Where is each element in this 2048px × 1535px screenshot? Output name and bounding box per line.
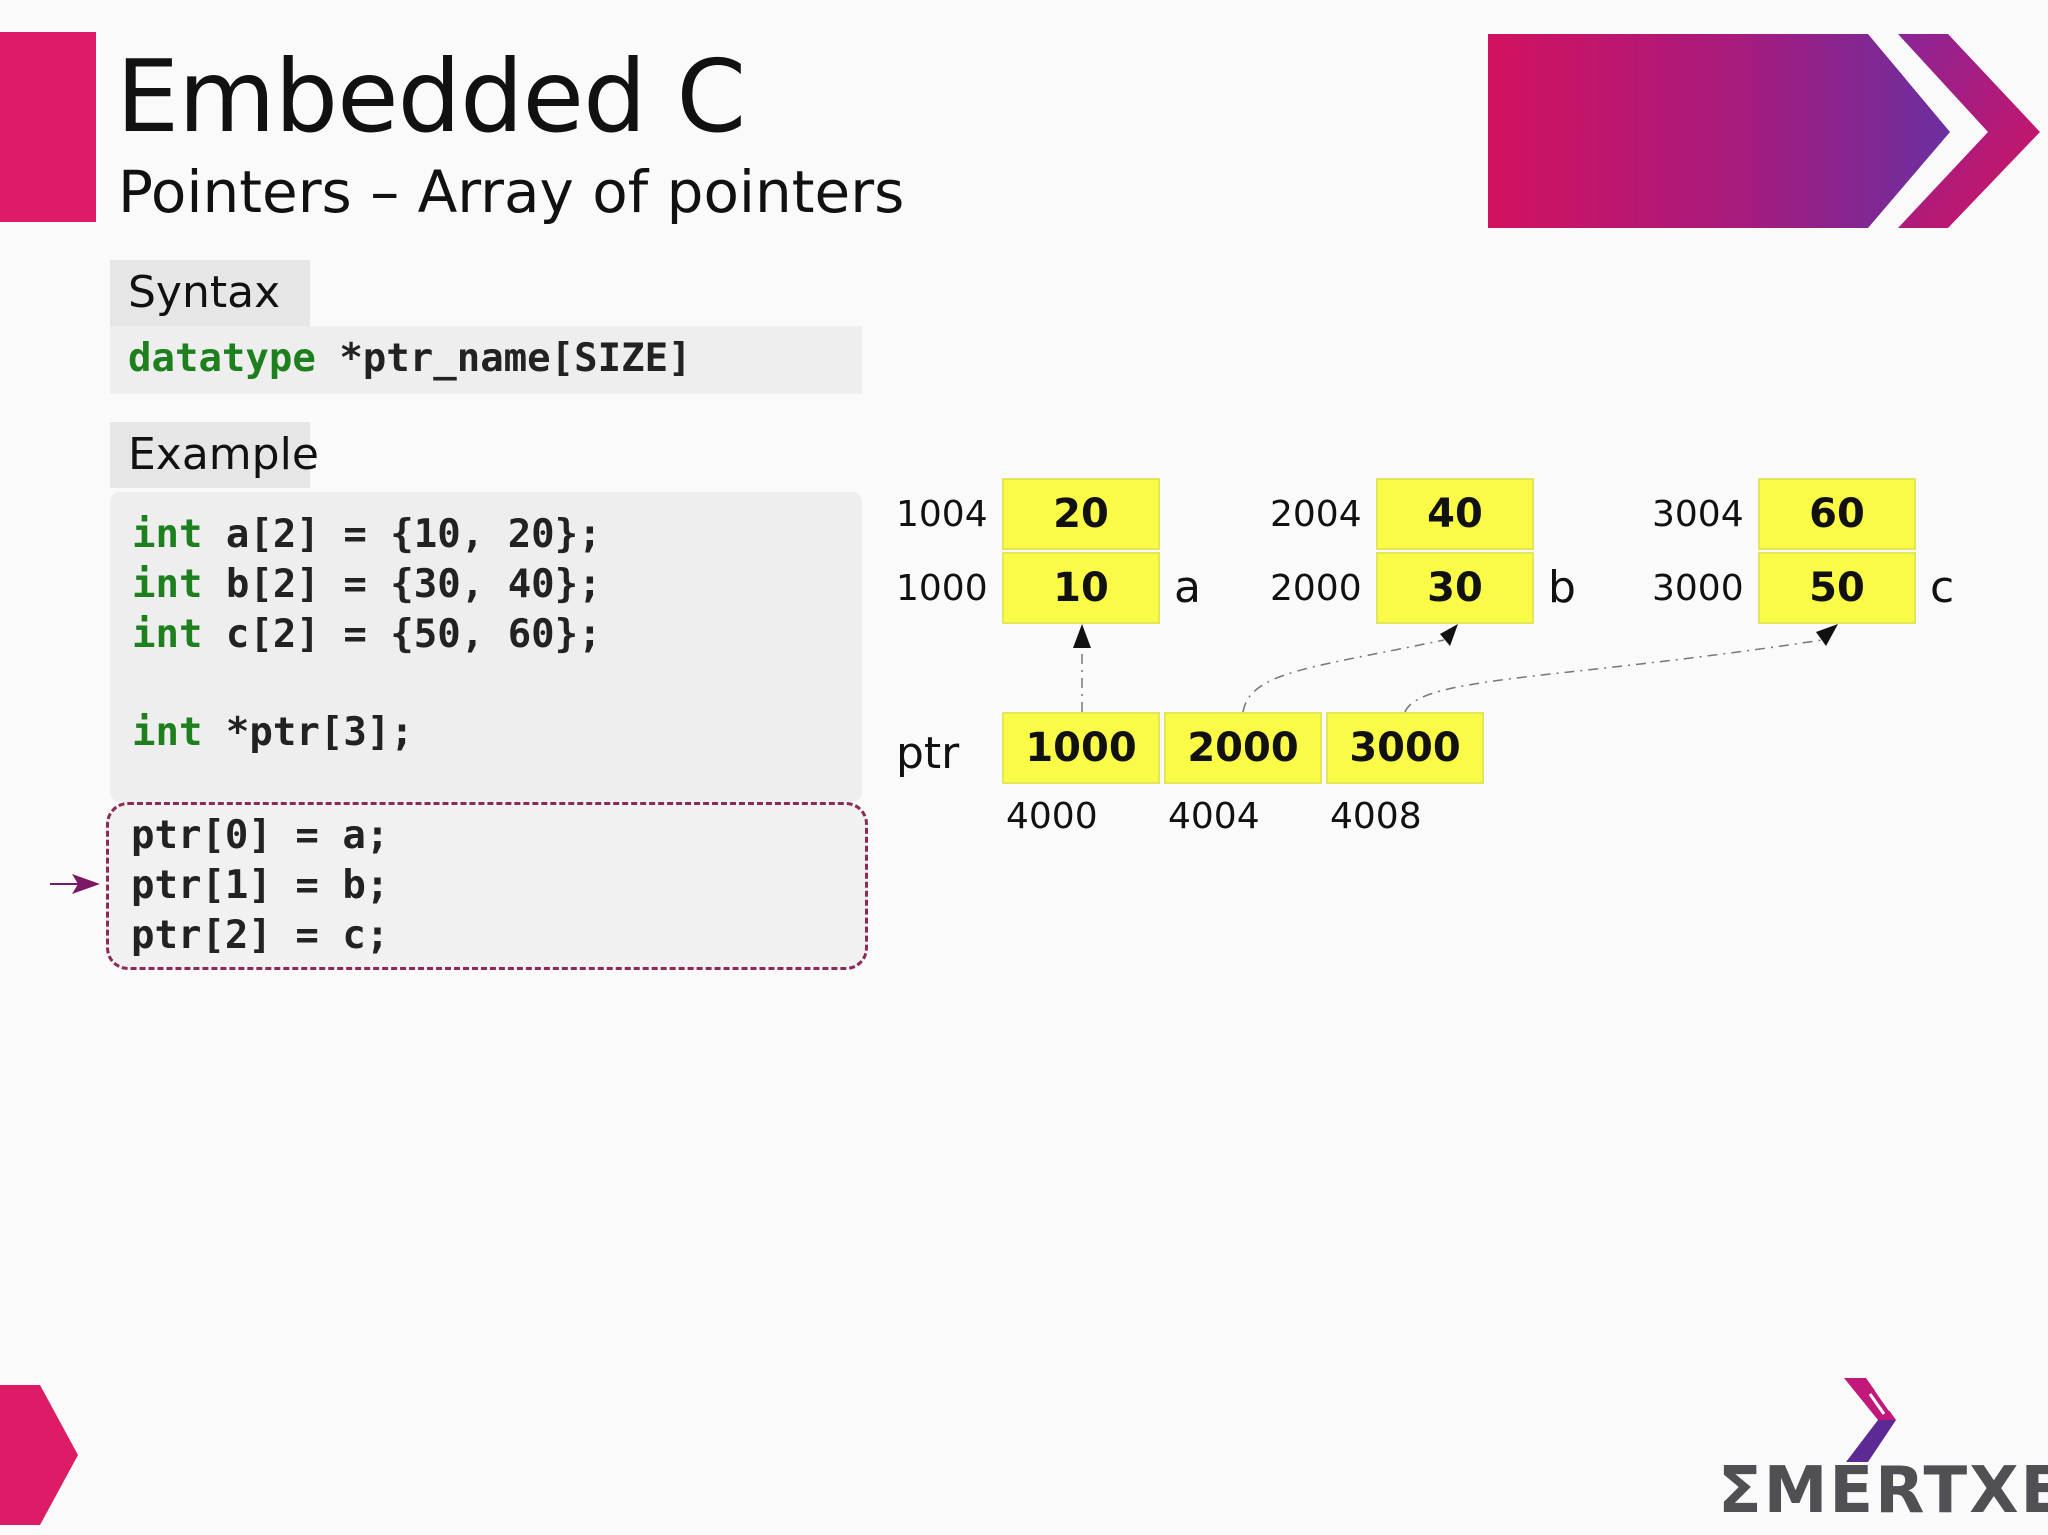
- code-keyword: int: [132, 562, 203, 607]
- assignment-lines: ptr[0] = a; ptr[1] = b; ptr[2] = c;: [131, 811, 389, 961]
- address-label: 2004: [1270, 494, 1362, 535]
- ptr-cell-2: 3000: [1326, 712, 1484, 784]
- address-label: 3000: [1652, 568, 1744, 609]
- pointer-arrow-icon: [50, 874, 100, 894]
- page-title: Embedded C: [116, 38, 746, 155]
- address-label: 4004: [1168, 796, 1260, 837]
- array-a-name: a: [1174, 562, 1201, 613]
- syntax-label-text: Syntax: [128, 267, 281, 318]
- syntax-label: Syntax: [110, 260, 310, 326]
- chevron-right-icon: [0, 1385, 78, 1525]
- emertxe-logo: ΣMERTXE: [1718, 1378, 2048, 1528]
- header-accent-bar: [0, 32, 96, 222]
- syntax-keyword: datatype: [128, 336, 316, 381]
- ptr-array-name: ptr: [896, 728, 960, 779]
- code-line: int c[2] = {50, 60};: [132, 610, 602, 660]
- example-label: Example: [110, 422, 319, 488]
- syntax-code-box: datatype *ptr_name[SIZE]: [110, 326, 862, 394]
- address-label: 2000: [1270, 568, 1362, 609]
- code-line: ptr[2] = c;: [131, 913, 390, 958]
- ptr-cell-1: 2000: [1164, 712, 1322, 784]
- code-line: ptr[0] = a;: [131, 813, 390, 858]
- array-c-cell-0: 50: [1758, 552, 1916, 624]
- address-label: 4008: [1330, 796, 1422, 837]
- code-line: ptr[1] = b;: [131, 863, 390, 908]
- example-code-box: int a[2] = {10, 20};int b[2] = {30, 40};…: [110, 492, 862, 802]
- emertxe-logo-icon: [1844, 1378, 1896, 1462]
- page-subtitle: Pointers – Array of pointers: [118, 158, 905, 226]
- code-text: c[2] = {50, 60};: [202, 612, 602, 657]
- ptr-cell-0: 1000: [1002, 712, 1160, 784]
- ptr-decl-line: int *ptr[3];: [132, 710, 414, 755]
- array-b-cell-1: 40: [1376, 478, 1534, 550]
- array-a-cell-1: 20: [1002, 478, 1160, 550]
- array-b-cell-0: 30: [1376, 552, 1534, 624]
- address-label: 1000: [896, 568, 988, 609]
- address-label: 4000: [1006, 796, 1098, 837]
- code-line: int a[2] = {10, 20};: [132, 510, 602, 560]
- code-keyword: int: [132, 512, 203, 557]
- address-label: 1004: [896, 494, 988, 535]
- header-banner-chevron-icon: [1488, 34, 2040, 228]
- code-keyword: int: [132, 612, 203, 657]
- syntax-code: datatype *ptr_name[SIZE]: [128, 336, 692, 381]
- code-text: *ptr[3];: [202, 710, 414, 755]
- array-c-name: c: [1930, 562, 1955, 613]
- code-line: int b[2] = {30, 40};: [132, 560, 602, 610]
- code-text: a[2] = {10, 20};: [202, 512, 602, 557]
- assignment-highlight-box: ptr[0] = a; ptr[1] = b; ptr[2] = c;: [106, 802, 868, 970]
- array-b-name: b: [1548, 562, 1576, 613]
- example-decl-lines: int a[2] = {10, 20};int b[2] = {30, 40};…: [132, 510, 602, 660]
- array-c-cell-1: 60: [1758, 478, 1916, 550]
- logo-text: ΣMERTXE: [1718, 1454, 2048, 1528]
- code-keyword: int: [132, 710, 203, 755]
- example-label-text: Example: [128, 429, 319, 480]
- syntax-rest: *ptr_name[SIZE]: [315, 336, 692, 381]
- array-a-cell-0: 10: [1002, 552, 1160, 624]
- address-label: 3004: [1652, 494, 1744, 535]
- code-text: b[2] = {30, 40};: [202, 562, 602, 607]
